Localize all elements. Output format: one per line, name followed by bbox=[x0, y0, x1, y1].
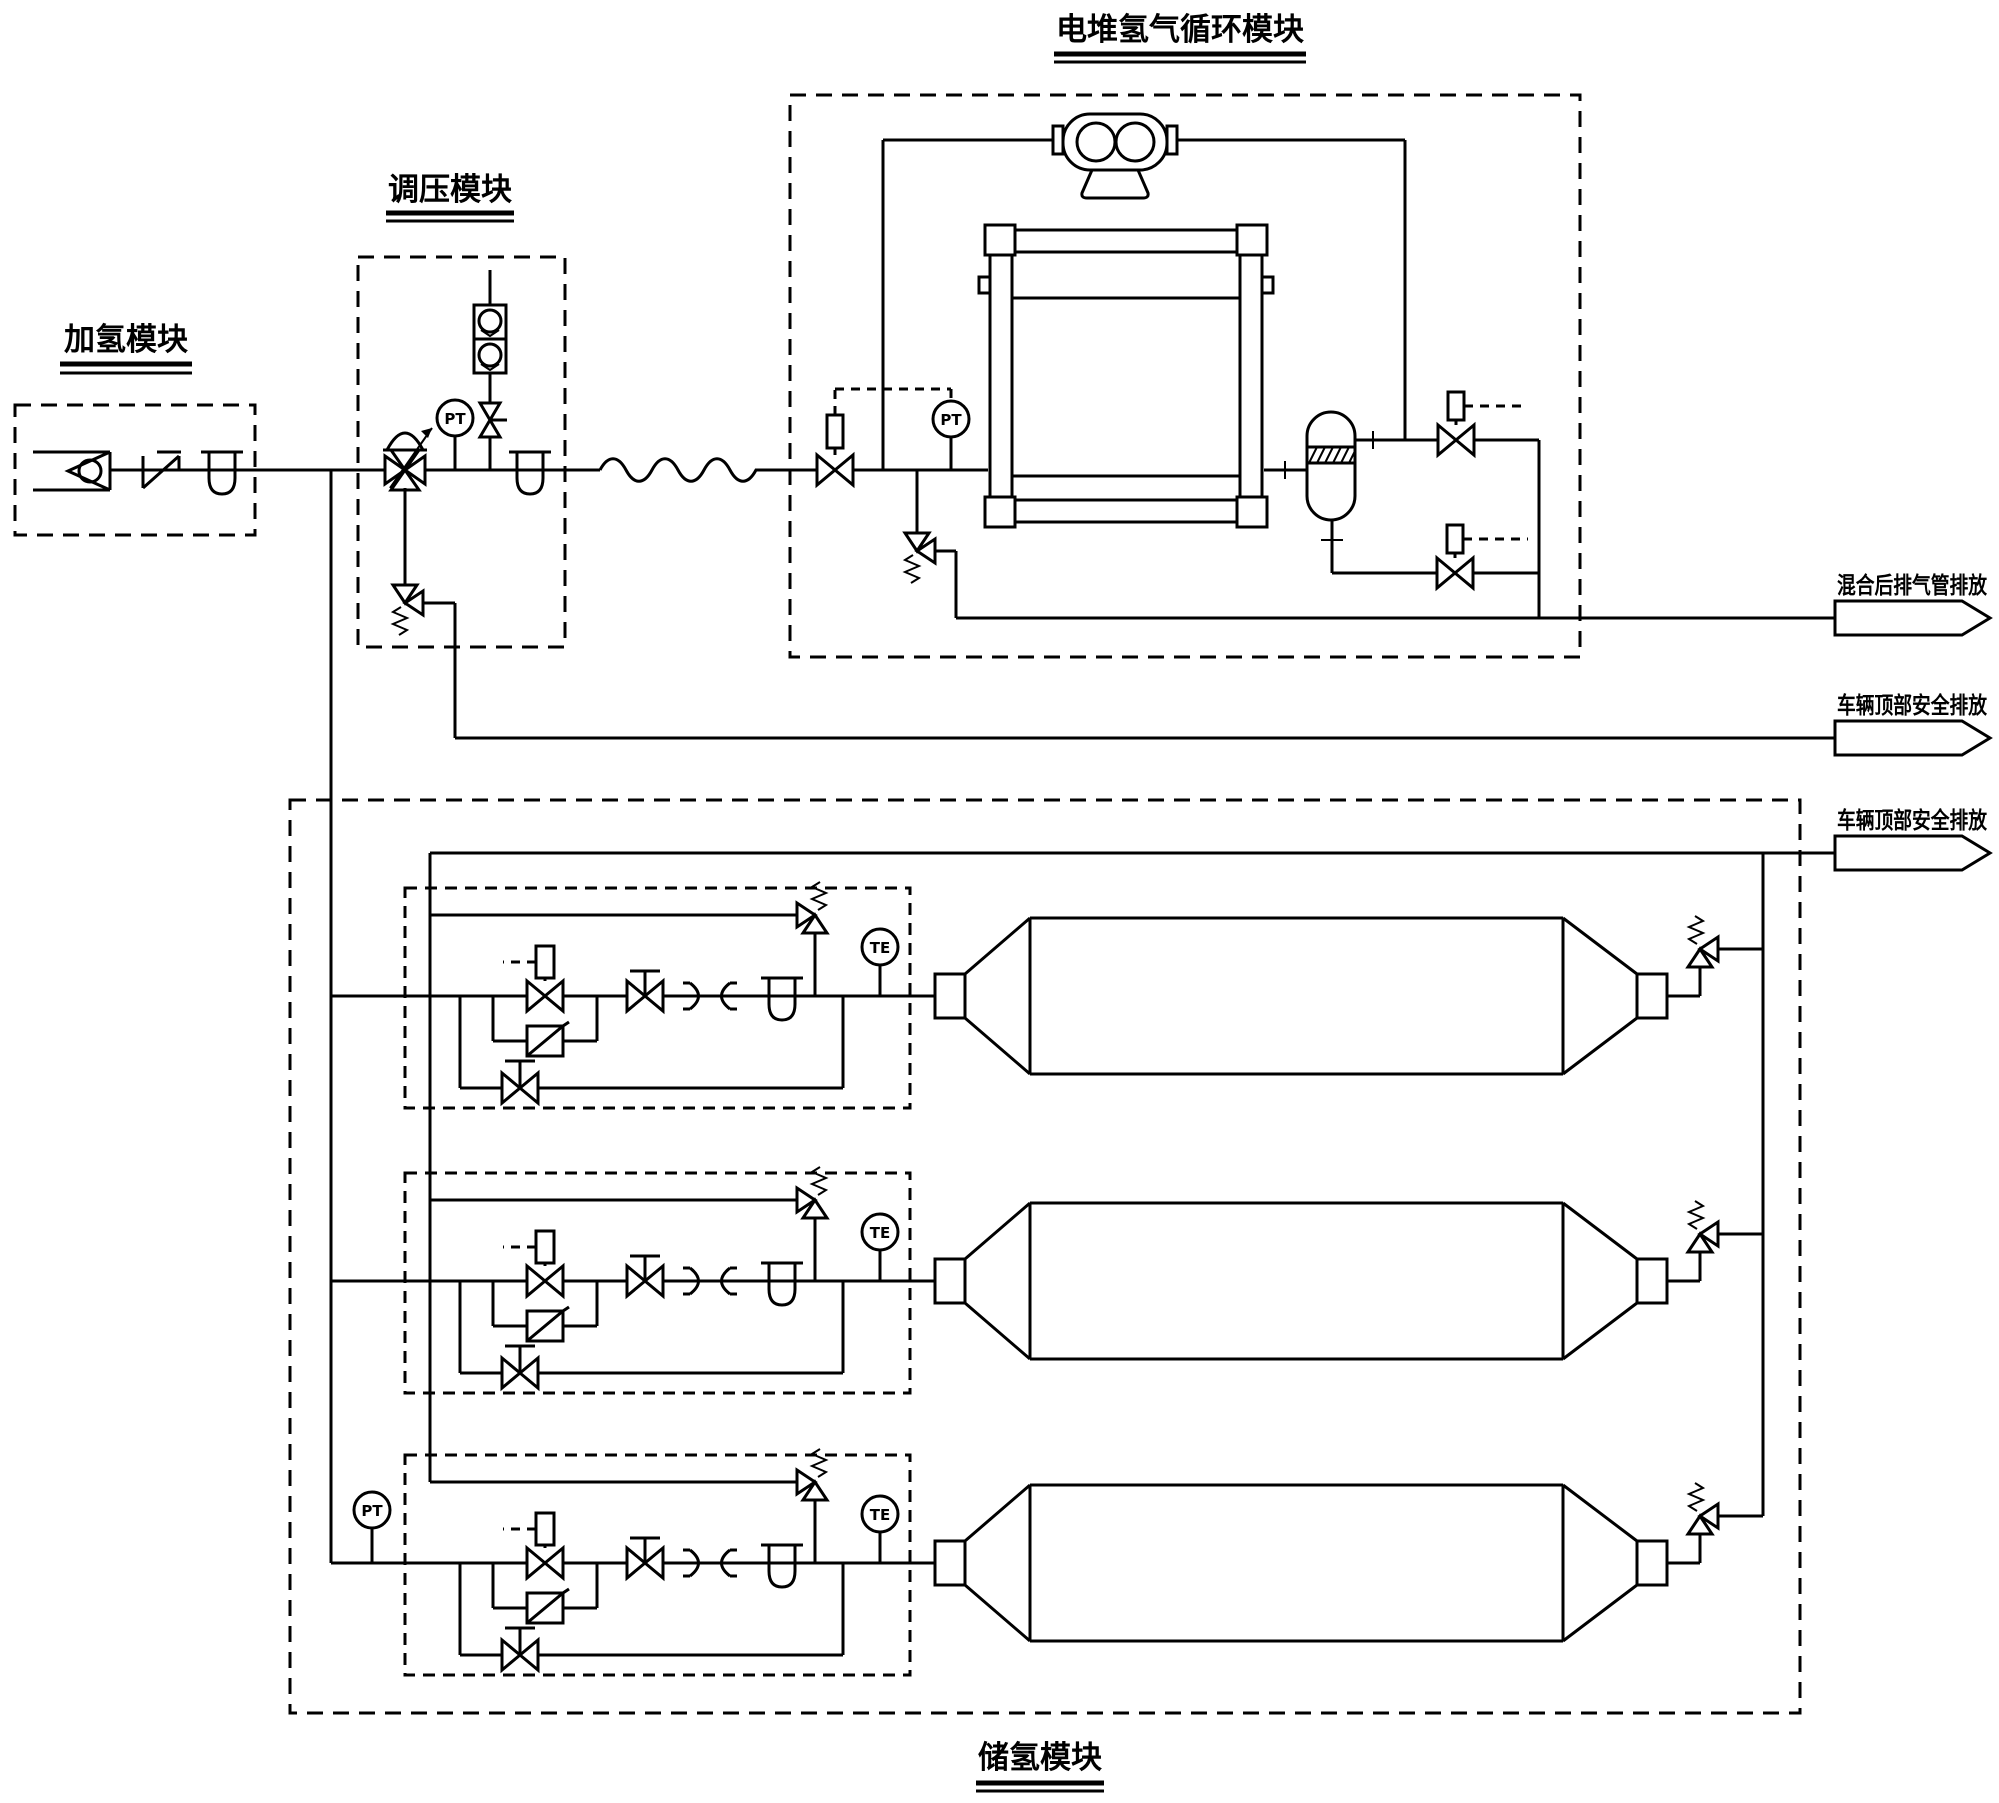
regulation-module: PT bbox=[383, 270, 553, 636]
module-title-text: 电堆氢气循环模块 bbox=[1056, 12, 1304, 48]
pt-gauge-regulation: PT bbox=[435, 398, 475, 470]
check-valve-icon bbox=[141, 450, 181, 490]
tank-group-2 bbox=[331, 1167, 1763, 1393]
flag-label-2: 车辆顶部安全排放 bbox=[1837, 692, 1988, 719]
refueling-receptacle-icon bbox=[33, 450, 112, 492]
fuel-cell-stack bbox=[977, 223, 1275, 529]
hydrogen-blower bbox=[1051, 112, 1179, 200]
flexible-hose bbox=[598, 457, 772, 483]
tank-group-1 bbox=[331, 882, 1763, 1108]
storage-module-title: 储氢模块 bbox=[976, 1740, 1104, 1793]
main-supply-line bbox=[110, 457, 988, 1563]
flag-mixed-exhaust bbox=[1833, 599, 1992, 637]
storage-module: PT bbox=[331, 882, 1763, 1675]
stack-circulation-module: PT bbox=[815, 112, 1835, 620]
purge-valve-upper bbox=[1436, 390, 1528, 459]
tank-group-3 bbox=[331, 1449, 1763, 1675]
stack-module-box bbox=[788, 93, 1582, 659]
flag-vehicle-top-vent-1 bbox=[1833, 719, 1992, 757]
vehicle-top-vent-line-2 bbox=[428, 851, 1835, 1516]
flag-label-1: 混合后排气管排放 bbox=[1837, 572, 1988, 599]
separator-piping bbox=[1264, 438, 1541, 618]
module-title-text: 储氢模块 bbox=[978, 1740, 1102, 1776]
pt-gauge-stack: PT bbox=[931, 399, 971, 470]
stack-relief-valve bbox=[902, 470, 958, 618]
pt-label: PT bbox=[361, 1502, 383, 1520]
refueling-module-title: 加氢模块 bbox=[60, 322, 192, 375]
regulation-module-title: 调压模块 bbox=[386, 172, 514, 223]
dual-ball-check-device bbox=[472, 303, 508, 375]
purge-valve-lower bbox=[1435, 523, 1528, 592]
water-separator bbox=[1305, 410, 1357, 522]
flag-label-3: 车辆顶部安全排放 bbox=[1837, 807, 1988, 834]
pt-label: PT bbox=[940, 411, 962, 429]
module-title-text: 加氢模块 bbox=[64, 322, 188, 358]
regulation-relief-valve bbox=[390, 488, 455, 636]
storage-module-box bbox=[288, 798, 1802, 1715]
stack-inlet-valve bbox=[815, 387, 953, 489]
flag-vehicle-top-vent-2 bbox=[1833, 834, 1992, 872]
filter-icon bbox=[507, 450, 553, 496]
recirculation-line bbox=[881, 138, 1407, 470]
vehicle-top-vent-line-1 bbox=[453, 603, 1835, 740]
vent-branch bbox=[472, 270, 508, 470]
refueling-module bbox=[33, 450, 245, 496]
pt-gauge-storage: PT bbox=[352, 1490, 392, 1563]
filter-icon bbox=[199, 450, 245, 496]
regulation-module-box bbox=[356, 255, 567, 649]
stack-module-title: 电堆氢气循环模块 bbox=[1054, 12, 1306, 64]
line-ticks bbox=[1284, 431, 1374, 541]
pressure-regulator-valve bbox=[383, 427, 433, 492]
pt-label: PT bbox=[444, 410, 466, 428]
refueling-module-box bbox=[13, 403, 257, 537]
module-title-text: 调压模块 bbox=[388, 172, 512, 208]
